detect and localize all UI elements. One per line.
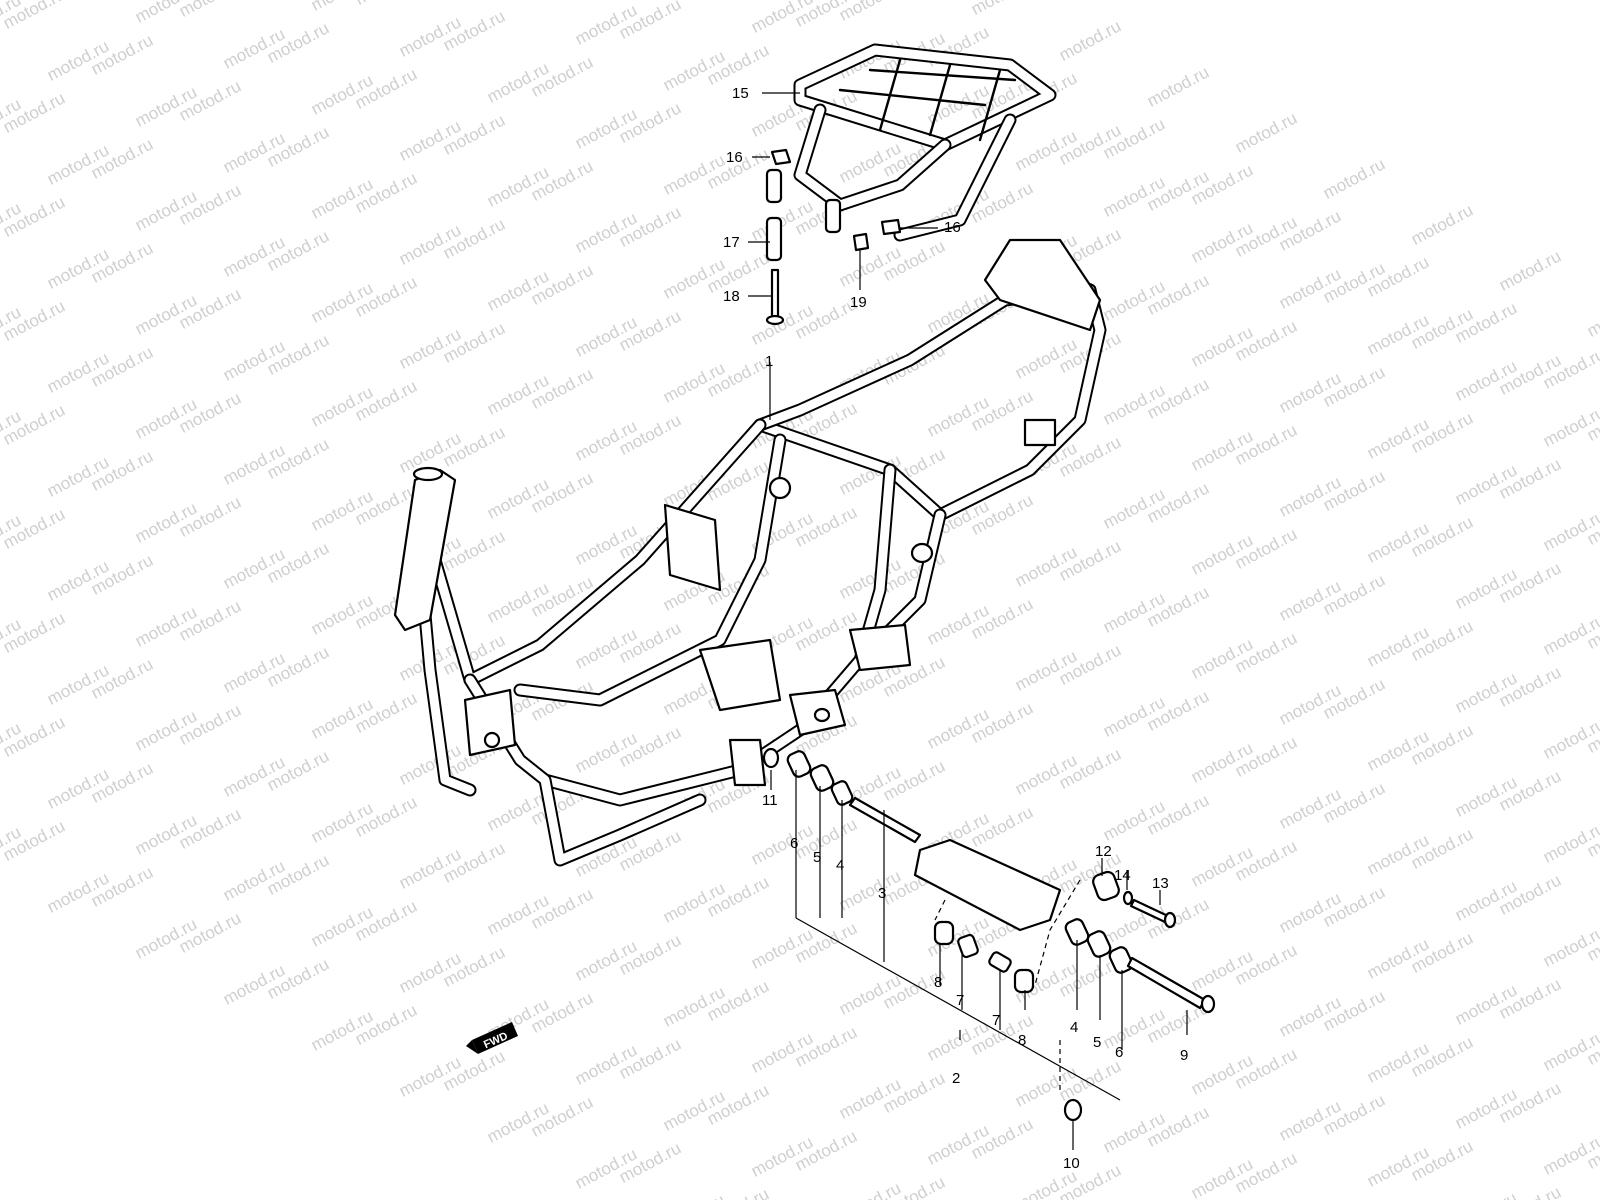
- callout-6-left: 6: [790, 835, 798, 852]
- callout-8-left: 8: [934, 974, 942, 991]
- collar-4-right: [1064, 918, 1090, 946]
- bush-5-right: [1086, 930, 1112, 958]
- callout-2: 2: [952, 1070, 960, 1087]
- callout-15: 15: [732, 85, 749, 102]
- bolt-19: [852, 232, 870, 252]
- callout-4-left: 4: [836, 857, 844, 874]
- callout-8-right: 8: [1018, 1032, 1026, 1049]
- callout-19: 19: [850, 294, 867, 311]
- callout-7-left: 7: [956, 992, 964, 1009]
- callout-3: 3: [878, 885, 886, 902]
- bolt-18: [770, 268, 780, 320]
- rack-fasteners: [765, 148, 902, 326]
- callout-18: 18: [723, 288, 740, 305]
- bolt-9: [1126, 956, 1207, 1010]
- grommet-16-left: [770, 148, 792, 166]
- collar-7-right: [988, 951, 1012, 973]
- callout-16-right: 16: [944, 219, 961, 236]
- callout-9: 9: [1180, 1047, 1188, 1064]
- callout-5-right: 5: [1093, 1034, 1101, 1051]
- callout-5-left: 5: [813, 849, 821, 866]
- callout-6-right: 6: [1115, 1044, 1123, 1061]
- callout-4-right: 4: [1070, 1019, 1078, 1036]
- washer-11: [762, 747, 780, 769]
- callout-14: 14: [1114, 867, 1131, 884]
- bush-8-right: [1013, 968, 1035, 994]
- callout-7-right: 7: [992, 1012, 1000, 1029]
- callout-17: 17: [723, 234, 740, 251]
- bush-6-left: [786, 750, 812, 778]
- bush-5-left: [809, 764, 835, 792]
- callout-labels: 15 16 16 17 18 19 1 11 6 5 4 3 12 14 13 …: [723, 85, 1188, 1172]
- bolt-13: [1129, 898, 1170, 924]
- main-frame: [393, 238, 1107, 867]
- collar-7-left: [957, 933, 979, 959]
- spacer-top: [765, 168, 783, 204]
- callout-11: 11: [762, 792, 778, 809]
- callout-10: 10: [1063, 1155, 1080, 1172]
- bush-8-left: [933, 920, 955, 946]
- engine-hanger-bracket: [913, 838, 1062, 932]
- callout-16-left: 16: [726, 149, 743, 166]
- grommet-16-right: [880, 218, 902, 236]
- bush-6-right: [1108, 946, 1134, 974]
- callout-12: 12: [1095, 843, 1112, 860]
- collar-4-left: [830, 780, 854, 806]
- engine-hanger-assembly: [762, 747, 1216, 1122]
- fwd-label: FWD: [482, 1030, 510, 1051]
- callout-1: 1: [765, 353, 773, 370]
- bolt-3: [848, 796, 922, 844]
- callout-13: 13: [1152, 875, 1169, 892]
- spacer-right: [824, 198, 842, 234]
- washer-10: [1063, 1098, 1083, 1122]
- washer-14: [1122, 890, 1134, 906]
- collar-17: [765, 216, 783, 262]
- leader-lines: [748, 92, 1188, 1150]
- fwd-direction-badge: FWD: [466, 1022, 518, 1054]
